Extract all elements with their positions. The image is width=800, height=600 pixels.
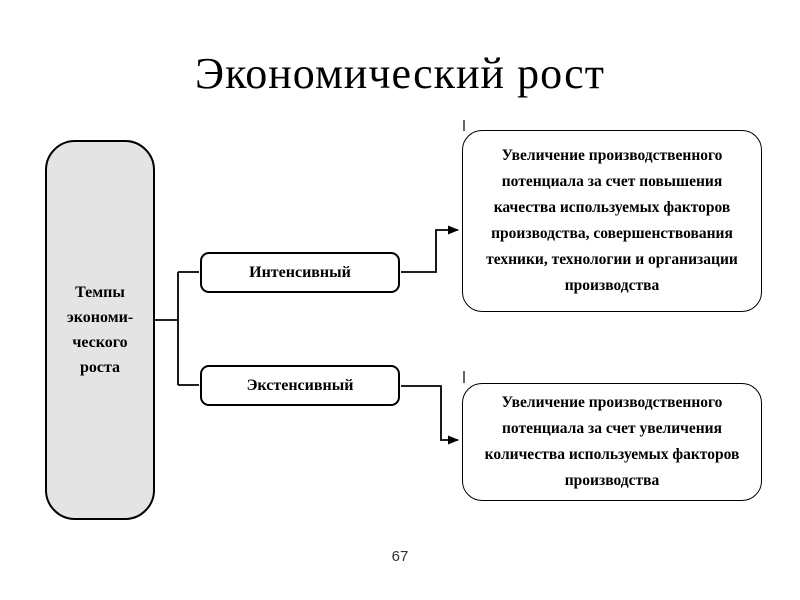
root-node: Темпы экономи- ческого роста	[45, 140, 155, 520]
description-box-extensive: Увеличение производственного потенциала …	[462, 383, 762, 501]
slide-title: Экономический рост	[195, 49, 605, 98]
root-label-line: экономи-	[66, 309, 134, 326]
branch-node-extensive: Экстенсивный	[200, 365, 400, 406]
branch-node-intensive-label: Интенсивный	[249, 263, 351, 281]
description-extensive-text: Увеличение производственного потенциала …	[484, 394, 740, 489]
root-label-line: ческого	[72, 334, 128, 351]
root-node-label: Темпы экономи- ческого роста	[67, 280, 133, 380]
description-box-intensive: Увеличение производственного потенциала …	[462, 130, 762, 312]
description-intensive-text: Увеличение производственного потенциала …	[486, 147, 738, 294]
root-label-line: роста	[79, 359, 121, 376]
page-number: 67	[391, 548, 409, 565]
branch-node-extensive-label: Экстенсивный	[246, 376, 354, 394]
root-label-line: Темпы	[75, 284, 125, 301]
branch-node-intensive: Интенсивный	[200, 252, 400, 293]
